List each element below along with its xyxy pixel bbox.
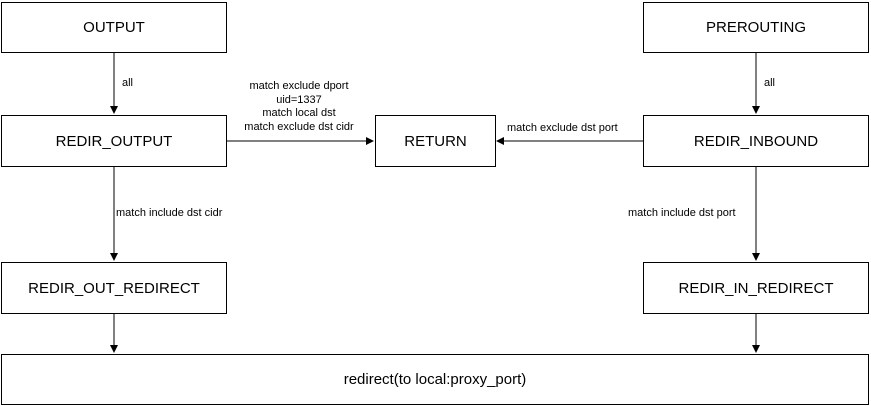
- edge-label-line: uid=1337: [276, 93, 322, 106]
- node-redir-in-redirect: REDIR_IN_REDIRECT: [643, 262, 869, 314]
- edge-label-redir-output-include: match include dst cidr: [116, 207, 223, 220]
- node-redir-inbound: REDIR_INBOUND: [643, 115, 869, 167]
- edge-label-output-all: all: [122, 77, 134, 90]
- edge-label-prerouting-all: all: [764, 77, 776, 90]
- edge-label-line: match exclude dst cidr: [244, 120, 354, 133]
- node-redirect: redirect(to local:proxy_port): [1, 354, 869, 405]
- node-prerouting: PREROUTING: [643, 2, 869, 53]
- edge-label-line: match exclude dport: [249, 80, 349, 92]
- node-redir-out-redirect: REDIR_OUT_REDIRECT: [1, 262, 227, 314]
- node-redir-output: REDIR_OUTPUT: [1, 115, 227, 167]
- edge-label-line: match local dst: [262, 107, 336, 119]
- node-output: OUTPUT: [1, 2, 227, 53]
- edge-label-redir-output-to-return: match exclude dport uid=1337 match local…: [228, 80, 370, 134]
- edge-label-redir-inbound-include: match include dst port: [628, 207, 736, 220]
- edge-label-redir-inbound-to-return: match exclude dst port: [507, 122, 618, 135]
- node-return: RETURN: [375, 115, 496, 167]
